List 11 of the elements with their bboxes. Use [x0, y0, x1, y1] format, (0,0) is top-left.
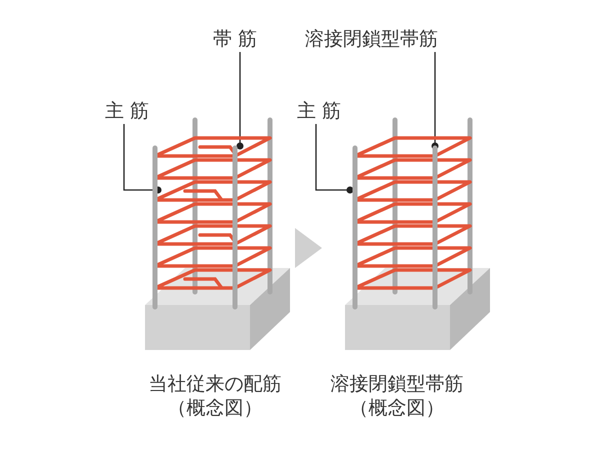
leader-line — [236, 52, 244, 150]
part-label: 主 筋 — [297, 100, 342, 122]
part-label: 主 筋 — [105, 100, 150, 122]
caption-text: 当社従来の配筋（概念図） — [148, 372, 282, 420]
arrow — [295, 228, 322, 268]
leader-line — [123, 124, 162, 194]
leader-line — [432, 52, 438, 150]
caption-text: 溶接閉鎖型帯筋（概念図） — [330, 372, 464, 420]
part-label: 帯 筋 — [213, 28, 258, 50]
leader-line — [315, 124, 354, 194]
part-label: 溶接閉鎖型帯筋 — [305, 28, 438, 50]
